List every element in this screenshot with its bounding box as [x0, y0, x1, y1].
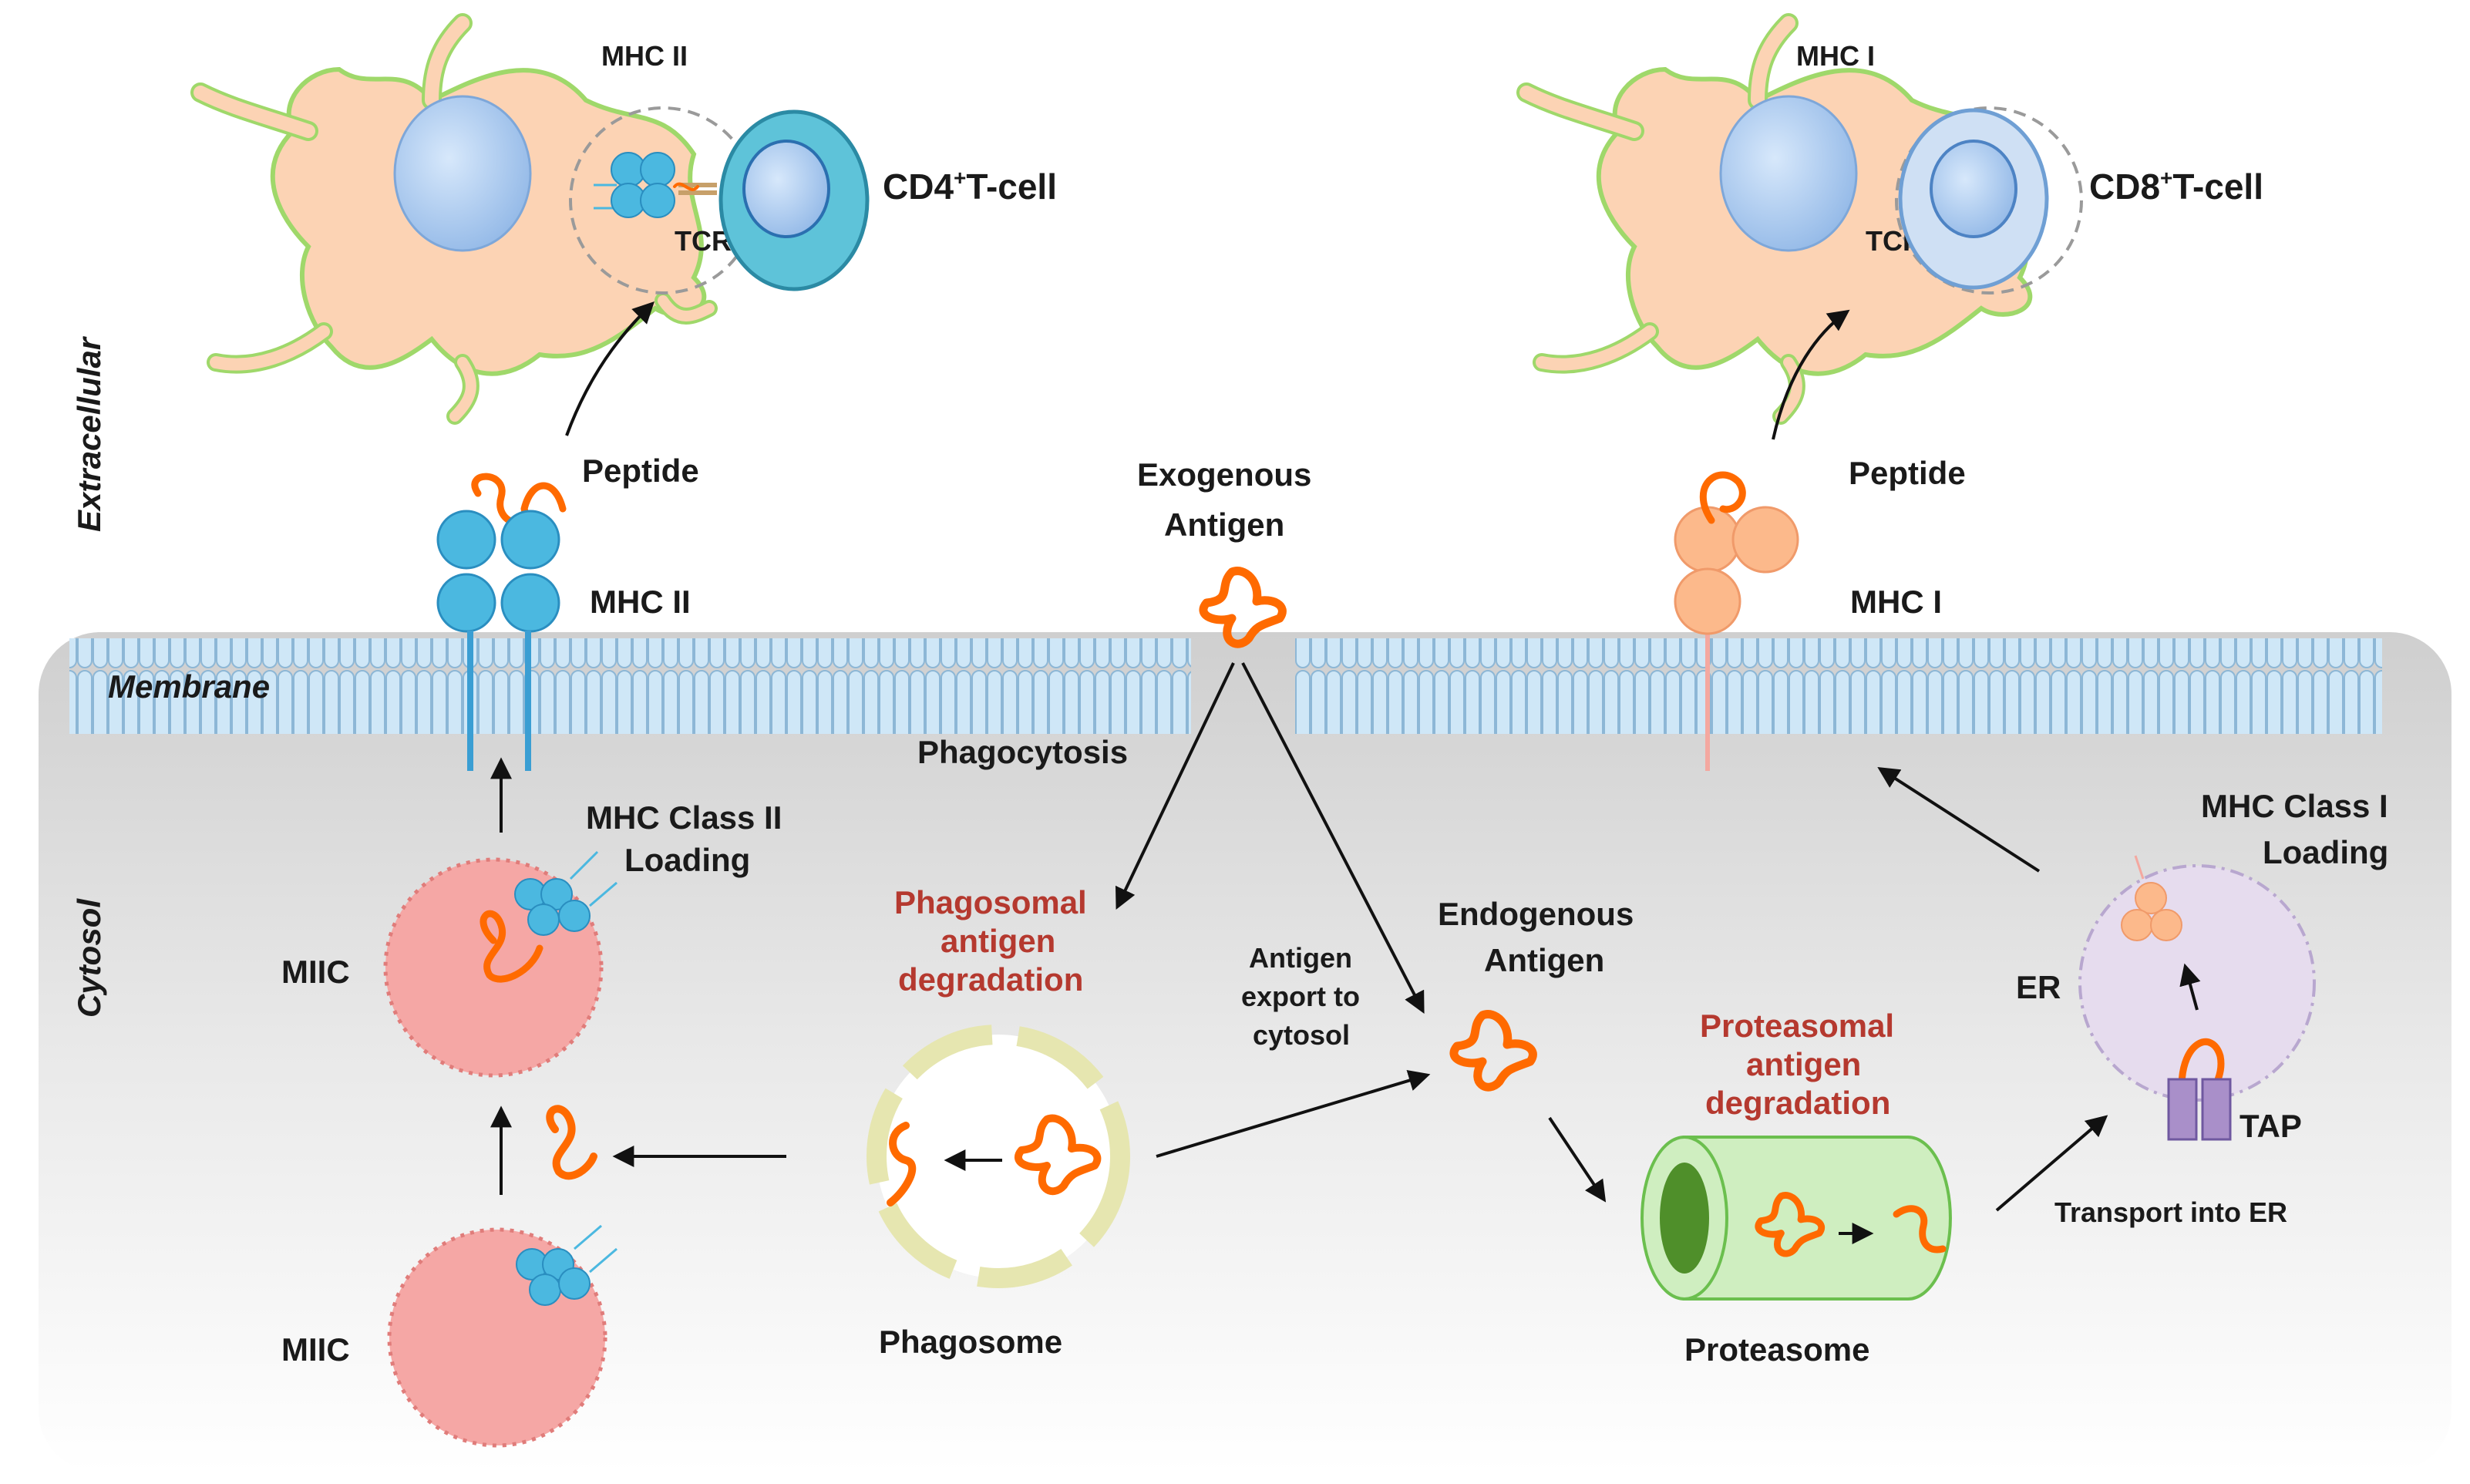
endogenous-antigen-icon	[1449, 1010, 1537, 1092]
mhc1-loading-label-2: Loading	[2263, 834, 2388, 870]
mhc2-loading-label-2: Loading	[624, 842, 750, 878]
exogenous-antigen-icon	[1199, 567, 1287, 648]
arrow-phagocytosis	[1115, 662, 1235, 910]
tcr-icon-left	[673, 182, 717, 195]
antigen-export-label-1: Antigen	[1249, 942, 1352, 974]
arrow-er-to-membrane	[1877, 766, 2041, 873]
peptide-label-left: Peptide	[582, 453, 699, 489]
dendritic-cell-left	[190, 13, 718, 425]
arrow-peptide-to-cell-left	[565, 301, 655, 436]
nucleus	[1719, 95, 1858, 252]
mhc1-top-label: MHC I	[1796, 40, 1875, 72]
exogenous-label-1: Exogenous	[1137, 456, 1311, 493]
arrow-proteasome-to-er	[1995, 1115, 2108, 1212]
proteasome-label: Proteasome	[1684, 1331, 1869, 1368]
synapse-circle-right	[1895, 106, 2083, 294]
cd8-t-cell-label: CD8+T-cell	[2089, 166, 2263, 207]
extracellular-label: Extracellular	[71, 335, 107, 532]
proteasomal-degradation-label-2: antigen	[1746, 1046, 1861, 1082]
er-label: ER	[2016, 969, 2061, 1005]
mhc2-membrane-label: MHC II	[590, 584, 691, 620]
mhc1-loading-label-1: MHC Class I	[2201, 788, 2388, 824]
tcr-label-left: TCR	[675, 225, 732, 257]
exogenous-label-2: Antigen	[1164, 506, 1284, 543]
antigen-export-label-2: export to	[1241, 981, 1360, 1012]
mhc2-loading-label-1: MHC Class II	[586, 799, 782, 836]
antigen-export-label-3: cytosol	[1253, 1019, 1350, 1051]
mhc1-membrane-label: MHC I	[1850, 584, 1942, 620]
arrow-peptide-to-cell-right	[1772, 309, 1850, 440]
endogenous-label-1: Endogenous	[1438, 896, 1634, 932]
cd4-t-cell-label: CD4+T-cell	[883, 166, 1057, 207]
mhc2-top-label: MHC II	[601, 40, 688, 72]
proteasomal-degradation-label-1: Proteasomal	[1700, 1008, 1894, 1044]
miic-upper	[383, 850, 618, 1078]
peptide-fragment-icon	[546, 1105, 597, 1180]
arrow-exogenous-to-endogenous	[1241, 662, 1425, 1014]
nucleus	[393, 95, 532, 252]
cd8-t-cell	[1898, 108, 2049, 290]
phagosomal-degradation-label-1: Phagosomal	[894, 884, 1087, 920]
miic-label-lower: MIIC	[281, 1331, 350, 1368]
cd4-t-cell	[718, 109, 870, 291]
proteasome-icon	[1640, 1136, 1952, 1301]
membrane-label: Membrane	[108, 668, 270, 705]
mhc2-membrane	[436, 473, 567, 771]
phagocytosis-label: Phagocytosis	[917, 734, 1128, 770]
arrow-phagosome-to-endogenous	[1156, 1070, 1431, 1158]
tap-label: TAP	[2239, 1108, 2302, 1144]
peptide-label-right: Peptide	[1849, 455, 1966, 491]
cell-membrane	[69, 638, 2382, 734]
miic-label-upper: MIIC	[281, 954, 350, 990]
mhc2-complex-icon	[594, 152, 675, 218]
transport-into-er-label: Transport into ER	[2054, 1196, 2287, 1228]
phagosomal-degradation-label-2: antigen	[941, 923, 1055, 959]
arrow-endogenous-to-proteasome	[1548, 1116, 1607, 1203]
endogenous-label-2: Antigen	[1484, 942, 1604, 978]
phagosomal-degradation-label-3: degradation	[898, 961, 1083, 998]
proteasomal-degradation-label-3: degradation	[1705, 1085, 1890, 1121]
miic-lower	[387, 1224, 618, 1448]
cytosol-label: Cytosol	[71, 898, 107, 1018]
phagosome-label: Phagosome	[879, 1324, 1062, 1360]
phagosome-icon	[867, 1025, 1130, 1288]
mhc1-membrane	[1674, 471, 1799, 771]
tap-transporter-icon	[2167, 1078, 2232, 1141]
